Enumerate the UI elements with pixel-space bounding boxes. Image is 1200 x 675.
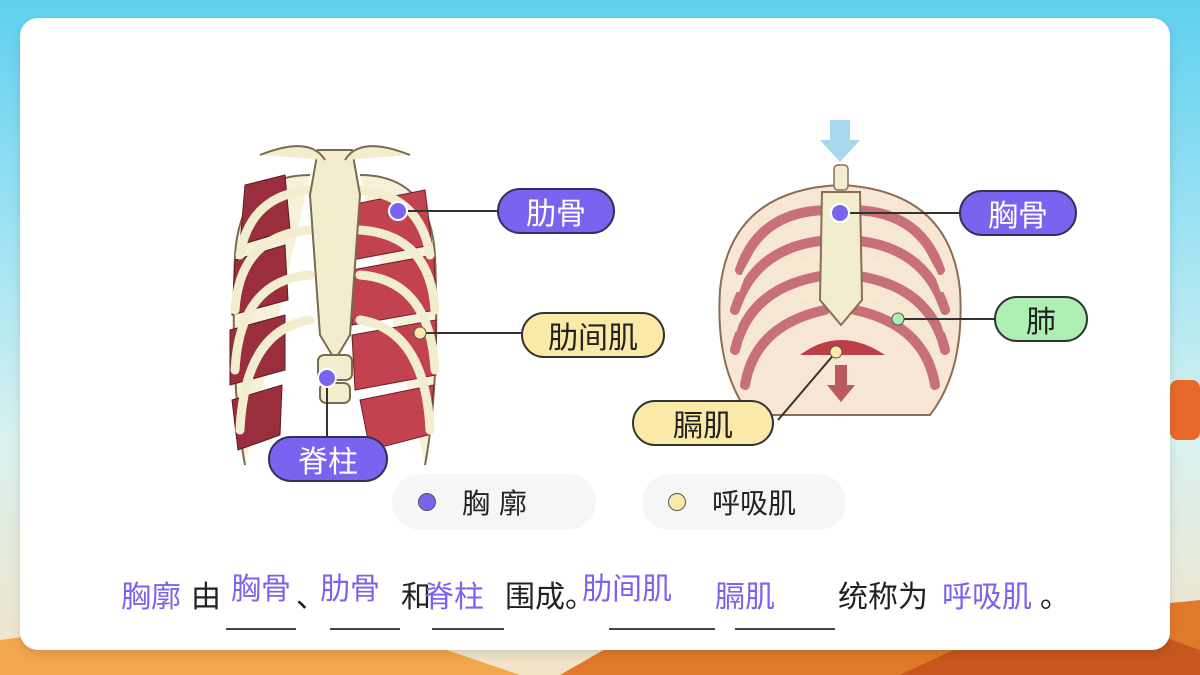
diaphragm-dot (829, 345, 843, 359)
spine-dot (317, 368, 337, 388)
lung-dot (891, 312, 905, 326)
legend-thorax-dot (418, 493, 436, 511)
sentence-period: 。 (1040, 580, 1070, 615)
sentence-collectively: 统称为 (838, 580, 928, 615)
sentence-resp-muscle: 呼吸肌 (942, 580, 1032, 615)
legend-resp-dot (668, 493, 686, 511)
legend-thorax-label: 胸 廓 (462, 487, 527, 520)
label-intercostal-muscle: 肋间肌 (521, 312, 665, 358)
sentence-form: 围成。 (505, 580, 595, 615)
label-sternum: 胸骨 (959, 190, 1077, 236)
legend-resp-label: 呼吸肌 (712, 487, 797, 520)
answer-intercostal: 肋间肌 (582, 572, 672, 607)
label-diaphragm: 膈肌 (632, 400, 774, 446)
sentence-comma: 、 (296, 580, 326, 615)
rib-dot (388, 201, 408, 221)
label-rib: 肋骨 (497, 188, 615, 234)
blank-3 (432, 600, 504, 630)
label-lung: 肺 (994, 296, 1088, 342)
answer-rib: 肋骨 (320, 572, 380, 607)
legend-thorax: 胸 廓 (392, 474, 596, 530)
sentence-by: 由 (191, 580, 221, 615)
rib-cage-illustration (229, 145, 440, 466)
sentence-thorax-word: 胸廓 (121, 580, 181, 615)
blank-4 (609, 600, 715, 630)
sentence-and: 和 (401, 580, 431, 615)
fill-in-sentence: 胸廓 由 胸骨 、 肋骨 和 脊柱 围成。 肋间肌 膈肌 统称为 呼吸肌 。 (0, 560, 1200, 630)
answer-diaphragm: 膈肌 (715, 580, 775, 615)
legend-respiratory-muscle: 呼吸肌 (642, 474, 846, 530)
thorax-lungs-illustration (718, 120, 962, 416)
intercostal-dot (413, 326, 427, 340)
sternum-dot (830, 203, 850, 223)
blank-1 (226, 600, 296, 630)
blank-2 (330, 600, 400, 630)
answer-spine: 脊柱 (424, 580, 484, 615)
answer-sternum: 胸骨 (231, 572, 291, 607)
blank-5 (735, 600, 835, 630)
label-spine: 脊柱 (268, 436, 388, 482)
